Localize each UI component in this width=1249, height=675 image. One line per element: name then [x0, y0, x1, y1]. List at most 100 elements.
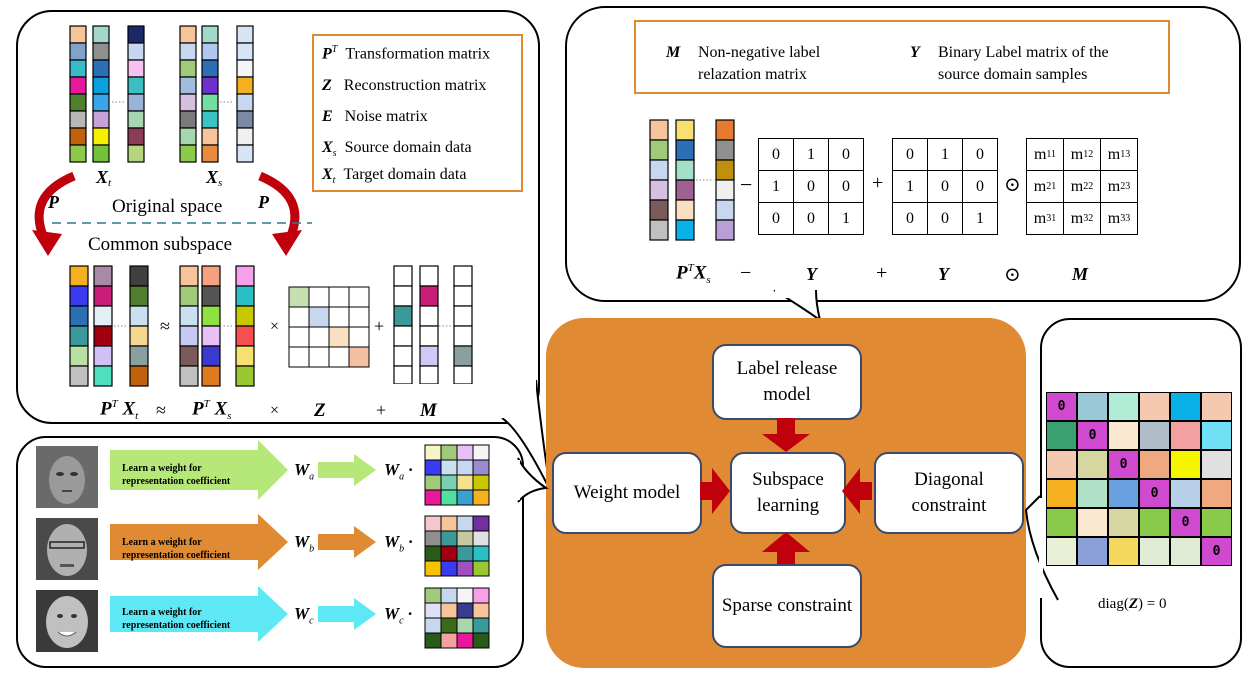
diag-zero-cell: 0 [1046, 392, 1077, 421]
rel-eq-y2: Y [938, 264, 949, 284]
rel-minus: − [740, 172, 753, 197]
original-space-label: Original space [112, 196, 223, 217]
grid-cell [1046, 537, 1077, 566]
ptxs-columns [649, 119, 735, 241]
weight-arrow-text-a: Learn a weight for representation coeffi… [122, 463, 231, 487]
grid-cell [1077, 537, 1108, 566]
y1-cell: 1 [758, 170, 794, 203]
y1-cell: 0 [828, 170, 864, 203]
grid-cell [1170, 537, 1201, 566]
rel-eq-m: M [1072, 264, 1089, 284]
weight-wc: Wc [294, 604, 314, 627]
grid-cell [1201, 450, 1232, 479]
rel-odot: ⊙ [1004, 174, 1021, 196]
y-matrix-1: 0 1 0 1 0 0 0 0 1 [758, 138, 866, 237]
grid-cell [1077, 450, 1108, 479]
eq-plus: + [376, 400, 387, 420]
grid-cell [1077, 508, 1108, 537]
eq-z: Z [314, 400, 326, 421]
sparse-constraint-node: Sparse constraint [712, 564, 862, 648]
grid-cell [1046, 508, 1077, 537]
p-left-label: P [48, 192, 59, 212]
y2-cell: 0 [927, 202, 963, 235]
grid-cell [1077, 479, 1108, 508]
y2-cell: 1 [962, 202, 998, 235]
weight-model-node: Weight model [552, 452, 702, 534]
symbol-legend [312, 34, 523, 192]
projection-arrows [32, 171, 312, 256]
weight-wb: Wb [294, 532, 315, 555]
grid-cell [1170, 421, 1201, 450]
rel-eq-minus: − [740, 262, 752, 284]
z-matrix-grid [288, 286, 370, 368]
times-symbol: × [270, 318, 280, 335]
y2-cell: 1 [927, 138, 963, 171]
y2-cell: 0 [962, 170, 998, 203]
rel-plus: + [872, 172, 884, 194]
diag-zero-cell: 0 [1201, 537, 1232, 566]
eq-ptxt: PT Xt [100, 398, 139, 423]
y1-cell: 1 [828, 202, 864, 235]
weight-arrow-text-b: Learn a weight for representation coeffi… [122, 537, 231, 561]
grid-cell [1139, 450, 1170, 479]
xs-label: Xs [206, 167, 223, 189]
legend-item-noise: E Noise matrix [322, 108, 428, 125]
grid-cell [1139, 508, 1170, 537]
weight-wa: Wa [294, 460, 315, 483]
p-right-label: P [258, 192, 269, 212]
subspace-learning-node: Subspace learning [730, 452, 846, 534]
grid-cell [1046, 479, 1077, 508]
diag-zero-cell: 0 [1077, 421, 1108, 450]
weight-arrow-text-c: Learn a weight for representation coeffi… [122, 607, 231, 631]
xt-label: Xt [96, 167, 112, 189]
weight-arrows [110, 440, 376, 642]
z-diagonal-grid: 0 0 0 0 0 0 [1046, 392, 1232, 568]
y1-cell: 0 [793, 170, 829, 203]
weighted-wb: Wb · [384, 532, 413, 555]
y2-cell: 0 [892, 202, 928, 235]
y1-cell: 0 [828, 138, 864, 171]
grid-cell [1170, 479, 1201, 508]
y1-cell: 1 [793, 138, 829, 171]
legend-item-reconstruction: Z Reconstruction matrix [322, 77, 487, 94]
legend-m-symbol: M [666, 44, 681, 61]
grid-cell [1139, 421, 1170, 450]
grid-cell [1077, 392, 1108, 421]
eq-times: × [270, 402, 280, 419]
eq-approx: ≈ [156, 400, 166, 420]
y-matrix-2: 0 1 0 1 0 0 0 0 1 [892, 138, 1000, 237]
grid-cell [1046, 421, 1077, 450]
legend-y-symbol: Y [910, 44, 920, 61]
subspace-columns [69, 265, 255, 387]
y2-cell: 0 [892, 138, 928, 171]
grid-cell [1108, 479, 1139, 508]
center-arrows [700, 418, 872, 564]
label-release-node: Label release model [712, 344, 862, 420]
approx-symbol: ≈ [160, 316, 170, 336]
diag-zero-cell: 0 [1170, 508, 1201, 537]
grid-cell [1046, 450, 1077, 479]
grid-cell [1108, 392, 1139, 421]
y2-cell: 0 [962, 138, 998, 171]
legend-item-transformation: PT Transformation matrix [322, 44, 491, 63]
grid-cell [1139, 392, 1170, 421]
eq-m: M [420, 400, 437, 421]
grid-cell [1201, 479, 1232, 508]
weighted-coefficient-grids [424, 444, 490, 649]
m-columns [393, 265, 473, 384]
grid-cell [1139, 537, 1170, 566]
diag-zero-cell: 0 [1139, 479, 1170, 508]
grid-cell [1201, 508, 1232, 537]
rel-eq-y1: Y [806, 264, 817, 284]
y2-cell: 1 [892, 170, 928, 203]
